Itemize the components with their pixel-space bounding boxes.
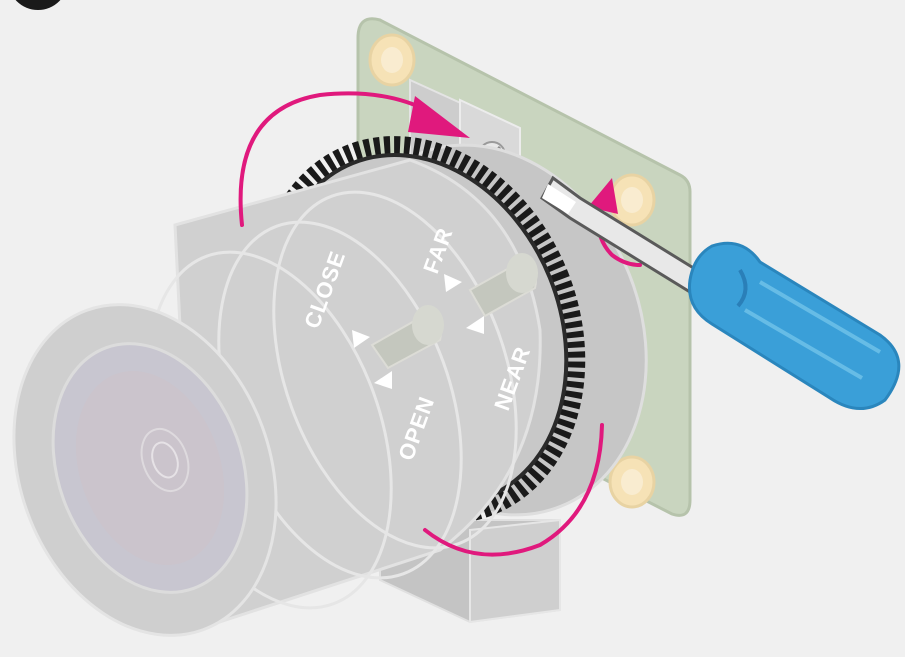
step-badge bbox=[8, 0, 68, 10]
